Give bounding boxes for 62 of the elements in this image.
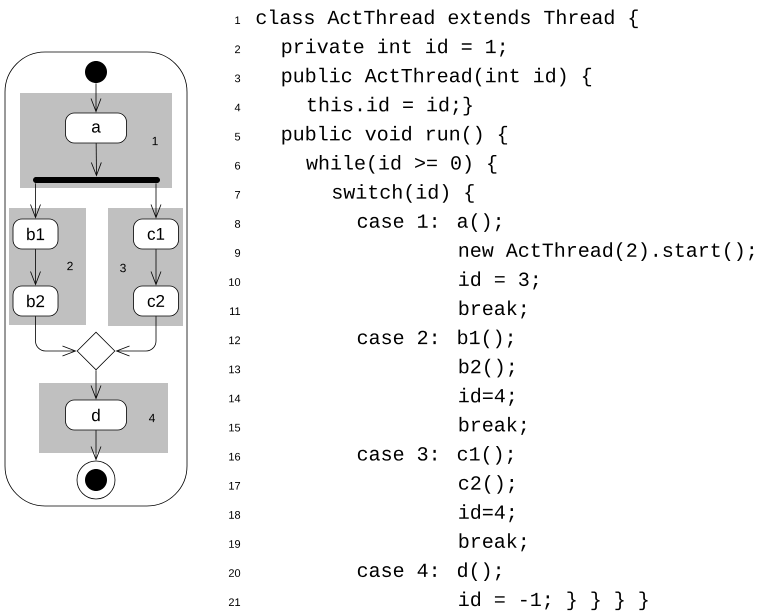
code-line: id=4; <box>459 504 514 522</box>
line-number: 10 <box>229 278 240 286</box>
code-line: case 4: d(); <box>358 562 500 582</box>
arrow <box>115 316 156 356</box>
line-number: 17 <box>229 482 240 490</box>
action-box: a <box>65 112 127 144</box>
line-number: 11 <box>230 307 240 315</box>
line-number: 21 <box>228 598 240 606</box>
initial-node <box>85 61 107 83</box>
code-line: id=4; <box>459 388 514 406</box>
code-line: private int id = 1; <box>282 38 504 58</box>
line-number: 16 <box>229 452 240 461</box>
line-number: 5 <box>234 132 240 140</box>
code-line: b2(); <box>460 358 514 378</box>
line-number: 4 <box>234 104 240 112</box>
arrow <box>90 83 102 113</box>
code-line: class ActThread extends Thread { <box>256 10 638 28</box>
final-node <box>76 460 116 500</box>
code-line: switch(id) { <box>332 184 474 203</box>
action-box: d <box>65 400 127 430</box>
arrow <box>35 316 77 356</box>
merge-diamond <box>76 332 116 370</box>
action-box: b2 <box>12 286 58 316</box>
line-number: 8 <box>234 220 240 228</box>
code-line: while(id >= 0) { <box>306 155 496 174</box>
line-number: 12 <box>229 336 240 344</box>
code-line: break; <box>460 533 526 552</box>
code-line: case 1: a(); <box>358 213 500 232</box>
line-number: 9 <box>235 249 240 257</box>
code-line: case 2: b1(); <box>358 330 512 348</box>
line-number: 6 <box>235 162 240 170</box>
code-line: case 3: c1(); <box>358 446 512 465</box>
line-number: 19 <box>229 540 240 548</box>
action-box: b1 <box>12 218 58 250</box>
line-number: 18 <box>229 511 240 519</box>
arrow <box>30 183 41 219</box>
code-line: break; <box>460 300 526 319</box>
line-number: 7 <box>235 191 240 199</box>
code-line: new ActThread(2).start(); <box>460 242 754 261</box>
action-box: c1 <box>133 218 179 250</box>
arrow <box>150 249 162 286</box>
code-line: public void run() { <box>282 126 508 145</box>
code-line: c2(); <box>459 475 514 494</box>
line-number: 15 <box>229 424 240 432</box>
arrow <box>90 143 102 177</box>
code-line: id = -1; } } } } <box>459 592 648 610</box>
line-number: 2 <box>235 45 240 54</box>
action-box: c2 <box>133 286 179 316</box>
line-number: 14 <box>229 394 240 402</box>
arrow <box>90 370 102 400</box>
code-line: this.id = id;} <box>308 96 472 116</box>
code-line: public ActThread(int id) { <box>282 68 592 86</box>
line-number: 1 <box>235 16 240 24</box>
arrow <box>150 183 162 219</box>
arrow <box>30 249 41 286</box>
code-line: id = 3; <box>459 271 538 290</box>
code-line: break; <box>460 416 526 435</box>
line-number: 3 <box>234 74 240 82</box>
activity-frame <box>4 52 188 506</box>
arrow <box>90 430 102 461</box>
line-number: 13 <box>229 366 240 374</box>
line-number: 20 <box>228 569 240 577</box>
